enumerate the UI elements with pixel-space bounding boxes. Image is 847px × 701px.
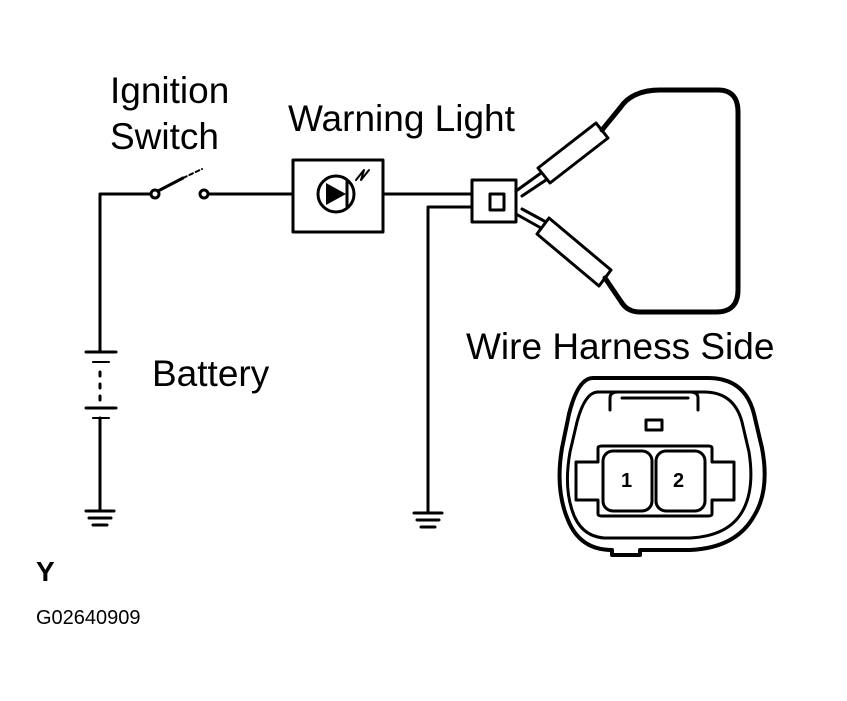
warning-light-label: Warning Light <box>288 98 515 139</box>
harness-connector-block <box>470 178 518 224</box>
jumper-probe-lower <box>514 207 625 306</box>
warning-light-box <box>291 158 385 234</box>
ignition-switch-label-line1: Ignition <box>110 70 230 111</box>
figure-code: G02640909 <box>36 607 141 629</box>
harness-connector-face <box>557 376 767 557</box>
pin-2-label: 2 <box>673 470 685 492</box>
ground-icon-left <box>84 509 116 527</box>
y-mark: Y <box>36 556 55 587</box>
jumper-probe-upper <box>514 105 623 198</box>
wire-harness-side-label: Wire Harness Side <box>466 326 775 367</box>
warning-light-icon <box>316 169 370 214</box>
pin-1-label: 1 <box>621 470 633 492</box>
ignition-switch-label-line2: Switch <box>110 116 219 157</box>
ignition-switch-symbol <box>149 168 210 200</box>
jumper-wire-loop <box>617 87 741 315</box>
battery-symbol <box>84 350 118 419</box>
battery-label: Battery <box>152 353 270 394</box>
wire-connector-ground <box>426 205 474 514</box>
wire-left-vertical <box>98 192 154 354</box>
ground-icon-middle <box>412 511 444 529</box>
